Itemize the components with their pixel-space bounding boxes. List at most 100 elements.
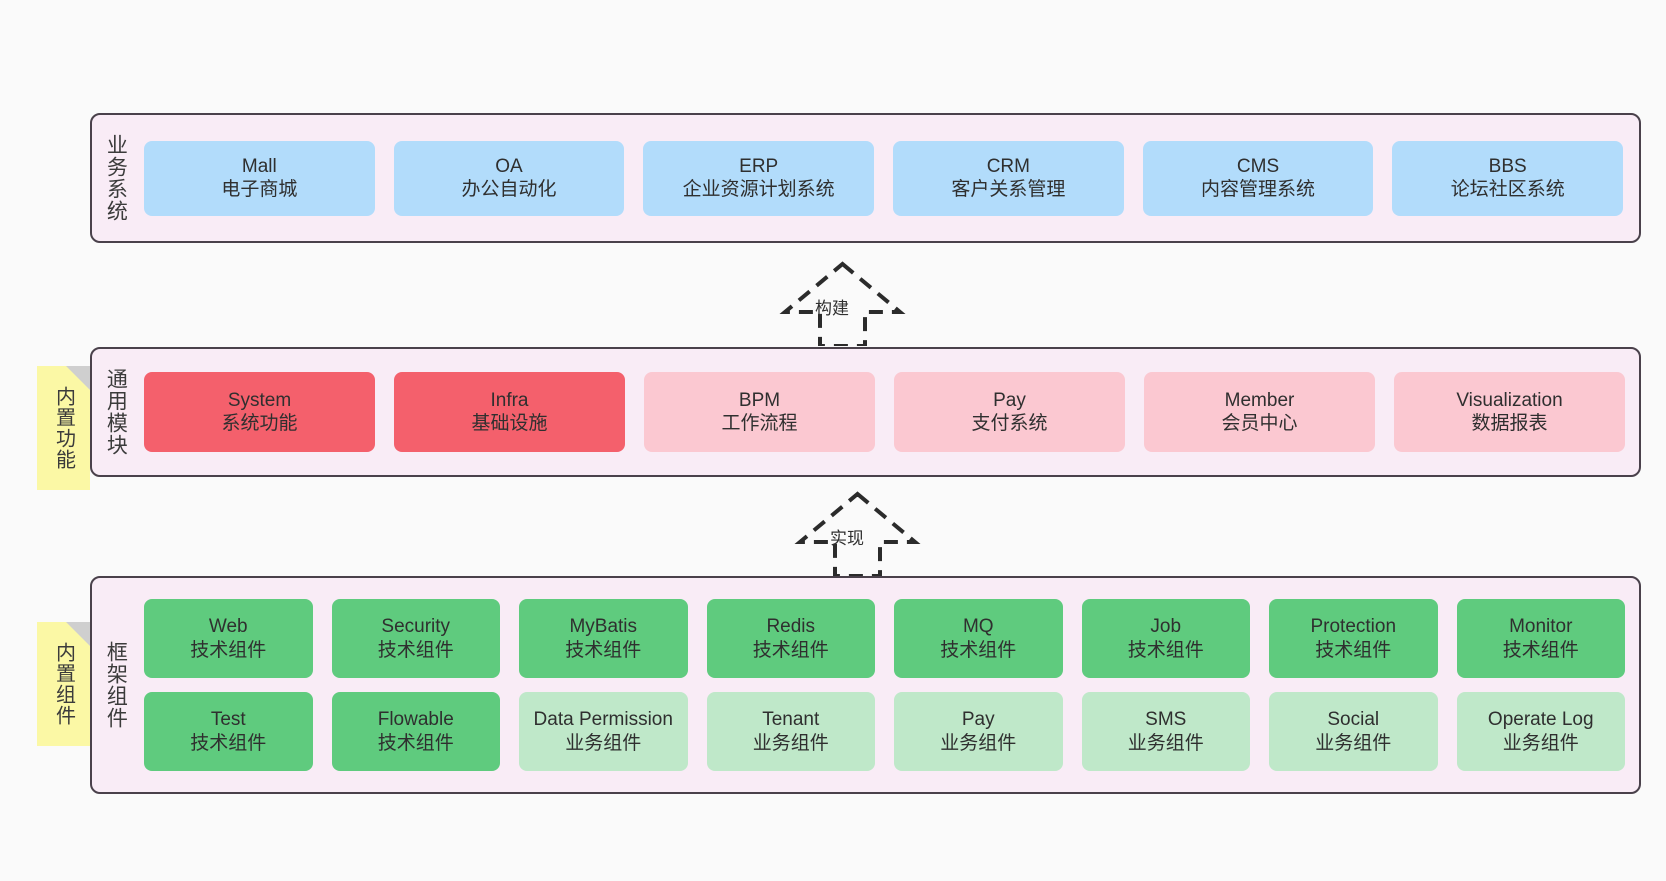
arrow-implement: 实现 bbox=[770, 488, 945, 578]
layer-row: Mall 电子商城 OA 办公自动化 ERP 企业资源计划系统 CRM 客户关系… bbox=[144, 140, 1624, 216]
node-data-permission[interactable]: Data Permission 业务组件 bbox=[519, 692, 688, 771]
node-title: Web bbox=[208, 616, 248, 638]
layer-framework-components: 框架组件 Web 技术组件 Security 技术组件 MyBatis 技术组件… bbox=[90, 576, 1641, 794]
node-pay-module[interactable]: Pay 支付系统 bbox=[894, 372, 1125, 452]
node-subtitle: 技术组件 bbox=[377, 639, 454, 661]
node-title: CRM bbox=[986, 155, 1030, 177]
node-redis[interactable]: Redis 技术组件 bbox=[706, 599, 875, 678]
node-mq[interactable]: MQ 技术组件 bbox=[894, 599, 1063, 678]
layer-title-common-modules: 通用模块 bbox=[104, 368, 128, 456]
node-subtitle: 技术组件 bbox=[1127, 639, 1204, 661]
node-social[interactable]: Social 业务组件 bbox=[1269, 692, 1438, 771]
layer-title-business-system: 业务系统 bbox=[104, 134, 128, 222]
layer-body-framework-components: Web 技术组件 Security 技术组件 MyBatis 技术组件 Redi… bbox=[138, 578, 1639, 792]
node-cms[interactable]: CMS 内容管理系统 bbox=[1142, 140, 1374, 216]
node-subtitle: 技术组件 bbox=[1315, 639, 1392, 661]
node-subtitle: 支付系统 bbox=[971, 413, 1048, 434]
node-subtitle: 业务组件 bbox=[565, 732, 642, 754]
node-crm[interactable]: CRM 客户关系管理 bbox=[893, 140, 1124, 216]
node-operate-log[interactable]: Operate Log 业务组件 bbox=[1456, 692, 1625, 771]
node-oa[interactable]: OA 办公自动化 bbox=[393, 140, 625, 216]
node-title: Protection bbox=[1310, 616, 1397, 638]
node-security[interactable]: Security 技术组件 bbox=[331, 599, 500, 678]
node-test[interactable]: Test 技术组件 bbox=[144, 692, 313, 771]
layer-title-framework-components: 框架组件 bbox=[104, 641, 128, 729]
node-subtitle: 论坛社区系统 bbox=[1450, 179, 1565, 200]
node-visualization[interactable]: Visualization 数据报表 bbox=[1394, 372, 1625, 452]
node-subtitle: 技术组件 bbox=[190, 732, 267, 754]
node-system[interactable]: System 系统功能 bbox=[144, 372, 375, 452]
node-subtitle: 技术组件 bbox=[752, 639, 829, 661]
node-flowable[interactable]: Flowable 技术组件 bbox=[331, 692, 500, 771]
node-subtitle: 业务组件 bbox=[940, 732, 1017, 754]
node-monitor[interactable]: Monitor 技术组件 bbox=[1456, 599, 1625, 678]
note-fold-corner-icon bbox=[66, 622, 90, 646]
node-subtitle: 基础设施 bbox=[471, 413, 548, 434]
note-label: 内置功能 bbox=[52, 386, 75, 470]
node-title: MQ bbox=[962, 616, 994, 638]
layer-business-system: 业务系统 Mall 电子商城 OA 办公自动化 ERP 企业资源计划系统 CRM… bbox=[90, 113, 1641, 243]
node-subtitle: 技术组件 bbox=[377, 732, 454, 754]
node-subtitle: 办公自动化 bbox=[461, 179, 557, 200]
node-subtitle: 技术组件 bbox=[565, 639, 642, 661]
node-title: BBS bbox=[1488, 155, 1527, 177]
node-subtitle: 电子商城 bbox=[221, 179, 298, 200]
node-subtitle: 业务组件 bbox=[1127, 732, 1204, 754]
node-pay-component[interactable]: Pay 业务组件 bbox=[894, 692, 1063, 771]
node-title: ERP bbox=[739, 155, 779, 177]
node-protection[interactable]: Protection 技术组件 bbox=[1269, 599, 1438, 678]
layer-common-modules: 通用模块 System 系统功能 Infra 基础设施 BPM 工作流程 Pay… bbox=[90, 347, 1641, 477]
node-subtitle: 客户关系管理 bbox=[951, 179, 1066, 200]
node-subtitle: 技术组件 bbox=[1502, 639, 1579, 661]
layer-body-business-system: Mall 电子商城 OA 办公自动化 ERP 企业资源计划系统 CRM 客户关系… bbox=[138, 115, 1639, 241]
arrow-build: 构建 bbox=[755, 258, 930, 348]
node-title: Security bbox=[381, 616, 451, 638]
node-title: Job bbox=[1150, 616, 1182, 638]
node-subtitle: 技术组件 bbox=[190, 639, 267, 661]
node-title: BPM bbox=[738, 389, 781, 411]
node-subtitle: 内容管理系统 bbox=[1201, 179, 1316, 200]
node-subtitle: 业务组件 bbox=[1502, 732, 1579, 754]
node-subtitle: 技术组件 bbox=[940, 639, 1017, 661]
node-infra[interactable]: Infra 基础设施 bbox=[394, 372, 625, 452]
layer-row: Web 技术组件 Security 技术组件 MyBatis 技术组件 Redi… bbox=[144, 599, 1625, 678]
node-job[interactable]: Job 技术组件 bbox=[1081, 599, 1250, 678]
node-title: System bbox=[227, 389, 292, 411]
node-title: SMS bbox=[1145, 709, 1187, 731]
node-title: Mall bbox=[241, 155, 277, 177]
node-bpm[interactable]: BPM 工作流程 bbox=[644, 372, 875, 452]
node-subtitle: 数据报表 bbox=[1471, 413, 1548, 434]
node-title: Visualization bbox=[1456, 389, 1563, 411]
node-title: Monitor bbox=[1509, 616, 1573, 638]
node-title: Pay bbox=[961, 709, 995, 731]
node-subtitle: 工作流程 bbox=[721, 413, 798, 434]
node-mybatis[interactable]: MyBatis 技术组件 bbox=[519, 599, 688, 678]
node-title: Tenant bbox=[762, 709, 820, 731]
node-subtitle: 企业资源计划系统 bbox=[682, 179, 835, 200]
note-fold-corner-icon bbox=[66, 366, 90, 390]
node-title: Pay bbox=[993, 389, 1026, 411]
layer-row: System 系统功能 Infra 基础设施 BPM 工作流程 Pay 支付系统… bbox=[144, 372, 1625, 452]
node-title: Test bbox=[210, 709, 246, 731]
node-title: Data Permission bbox=[533, 709, 673, 731]
node-subtitle: 会员中心 bbox=[1221, 413, 1298, 434]
node-subtitle: 业务组件 bbox=[752, 732, 829, 754]
node-title: MyBatis bbox=[569, 616, 638, 638]
node-title: Infra bbox=[490, 389, 529, 411]
node-erp[interactable]: ERP 企业资源计划系统 bbox=[643, 140, 875, 216]
node-web[interactable]: Web 技术组件 bbox=[144, 599, 313, 678]
node-sms[interactable]: SMS 业务组件 bbox=[1081, 692, 1250, 771]
node-title: Operate Log bbox=[1487, 709, 1594, 731]
node-tenant[interactable]: Tenant 业务组件 bbox=[706, 692, 875, 771]
node-mall[interactable]: Mall 电子商城 bbox=[144, 140, 375, 216]
node-title: Redis bbox=[766, 616, 816, 638]
node-title: Flowable bbox=[377, 709, 454, 731]
node-bbs[interactable]: BBS 论坛社区系统 bbox=[1392, 140, 1624, 216]
layer-body-common-modules: System 系统功能 Infra 基础设施 BPM 工作流程 Pay 支付系统… bbox=[138, 349, 1639, 475]
node-title: Social bbox=[1327, 709, 1380, 731]
node-title: CMS bbox=[1236, 155, 1280, 177]
node-title: Member bbox=[1224, 389, 1295, 411]
node-subtitle: 业务组件 bbox=[1315, 732, 1392, 754]
node-member[interactable]: Member 会员中心 bbox=[1144, 372, 1375, 452]
